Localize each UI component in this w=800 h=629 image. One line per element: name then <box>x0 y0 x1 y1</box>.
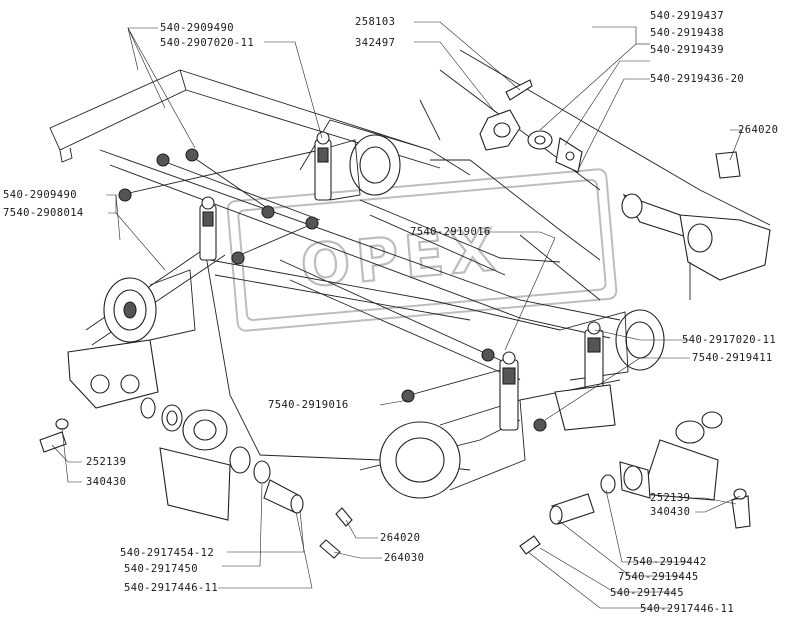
callout-label: 7540-2919016 <box>410 226 491 238</box>
callout-label: 540-2919436-20 <box>650 73 744 85</box>
watermark: OPEX <box>226 168 618 332</box>
callout-label: 264020 <box>738 124 778 136</box>
callout-label: 540-2917446-11 <box>124 582 218 594</box>
callout-label: 540-2917454-12 <box>120 547 214 559</box>
front-axle-assembly <box>103 131 401 343</box>
right-trunnion-assembly <box>519 411 751 555</box>
callout-label: 540-2919438 <box>650 27 724 39</box>
callout-label: 540-2919439 <box>650 44 724 56</box>
callout-labels: 540-2909490 540-2907020-11 258103 342497… <box>3 10 778 615</box>
left-trunnion-assembly <box>39 339 353 559</box>
callout-label: 7540-2919442 <box>626 556 707 568</box>
callout-label: 7540-2919016 <box>268 399 349 411</box>
callout-label: 540-2917445 <box>610 587 684 599</box>
callout-label: 540-2909490 <box>160 22 234 34</box>
callout-label: 540-2907020-11 <box>160 37 254 49</box>
callout-label: 7540-2908014 <box>3 207 84 219</box>
callout-label: 540-2917020-11 <box>682 334 776 346</box>
callout-label: 540-2909490 <box>3 189 77 201</box>
callout-label: 540-2919437 <box>650 10 724 22</box>
pin-group <box>479 79 771 300</box>
callout-label: 340430 <box>86 476 126 488</box>
callout-label: 252139 <box>86 456 126 468</box>
callout-label: 342497 <box>355 37 395 49</box>
callout-label: 252139 <box>650 492 690 504</box>
leader-lines <box>51 21 743 609</box>
callout-label: 340430 <box>650 506 690 518</box>
callout-label: 7540-2919411 <box>692 352 773 364</box>
callout-label: 264020 <box>380 532 420 544</box>
callout-label: 7540-2919445 <box>618 571 699 583</box>
callout-label: 540-2917446-11 <box>640 603 734 615</box>
callout-label: 540-2917450 <box>124 563 198 575</box>
callout-label: 258103 <box>355 16 395 28</box>
callout-label: 264030 <box>384 552 424 564</box>
